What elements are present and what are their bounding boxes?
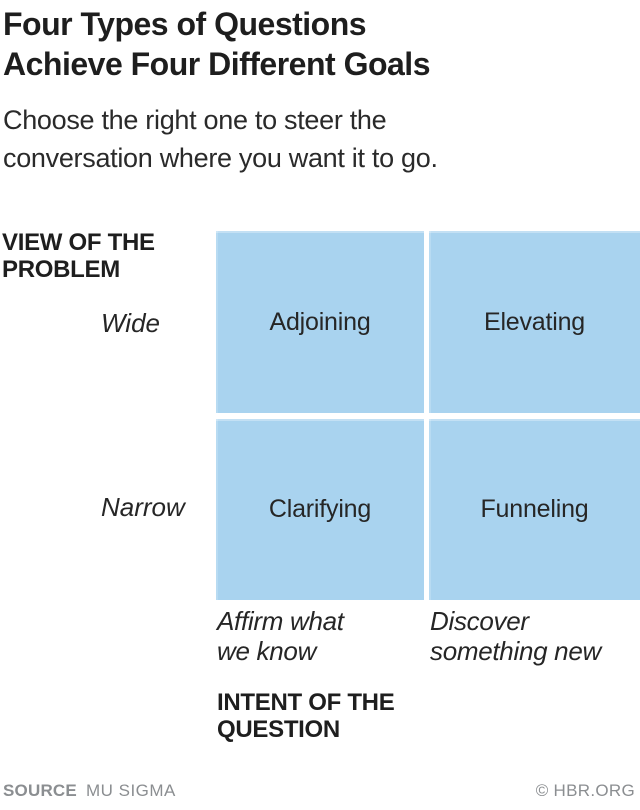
x-axis-label-line-1: INTENT OF THE [217,689,395,716]
x-axis-label-line-2: QUESTION [217,716,340,743]
cell-bottom-left: Clarifying [216,419,424,600]
x-axis-label: INTENT OF THE QUESTION [217,689,447,743]
source-value: MU SIGMA [85,781,176,800]
title-line-1: Four Types of Questions [3,6,367,42]
cell-top-right: Elevating [429,231,640,413]
y-tick-narrow: Narrow [101,492,185,522]
y-axis-label: VIEW OF THE PROBLEM [2,229,187,283]
title-line-2: Achieve Four Different Goals [3,46,430,82]
credit-hbr: © HBR.ORG [535,781,635,800]
x-tick-affirm: Affirm what we know [217,606,422,666]
source-line: SOURCE MU SIGMA [3,781,176,801]
footer: SOURCE MU SIGMA © HBR.ORG [3,781,635,801]
x-tick-affirm-line-1: Affirm what [217,606,344,636]
matrix-grid: Adjoining Elevating Clarifying Funneling [216,231,640,600]
cell-label-funneling: Funneling [480,495,589,523]
y-axis-label-line-1: VIEW OF THE [2,229,155,256]
y-tick-wide: Wide [101,308,161,338]
x-tick-discover-line-1: Discover [430,606,529,636]
y-axis-label-line-2: PROBLEM [2,256,120,283]
subtitle-line-1: Choose the right one to steer the [3,105,387,135]
x-tick-discover: Discover something new [430,606,635,666]
cell-label-adjoining: Adjoining [269,307,371,336]
page-title: Four Types of Questions Achieve Four Dif… [3,4,633,84]
x-tick-discover-line-2: something new [430,636,601,666]
x-tick-affirm-line-2: we know [217,636,317,666]
subtitle-line-2: conversation where you want it to go. [3,143,438,173]
cell-bottom-right: Funneling [429,419,640,600]
header: Four Types of Questions Achieve Four Dif… [3,4,633,177]
subtitle: Choose the right one to steer the conver… [3,101,633,177]
cell-label-clarifying: Clarifying [268,495,372,523]
cell-top-left: Adjoining [216,231,424,413]
cell-label-elevating: Elevating [483,307,586,336]
source-label: SOURCE [3,781,77,800]
